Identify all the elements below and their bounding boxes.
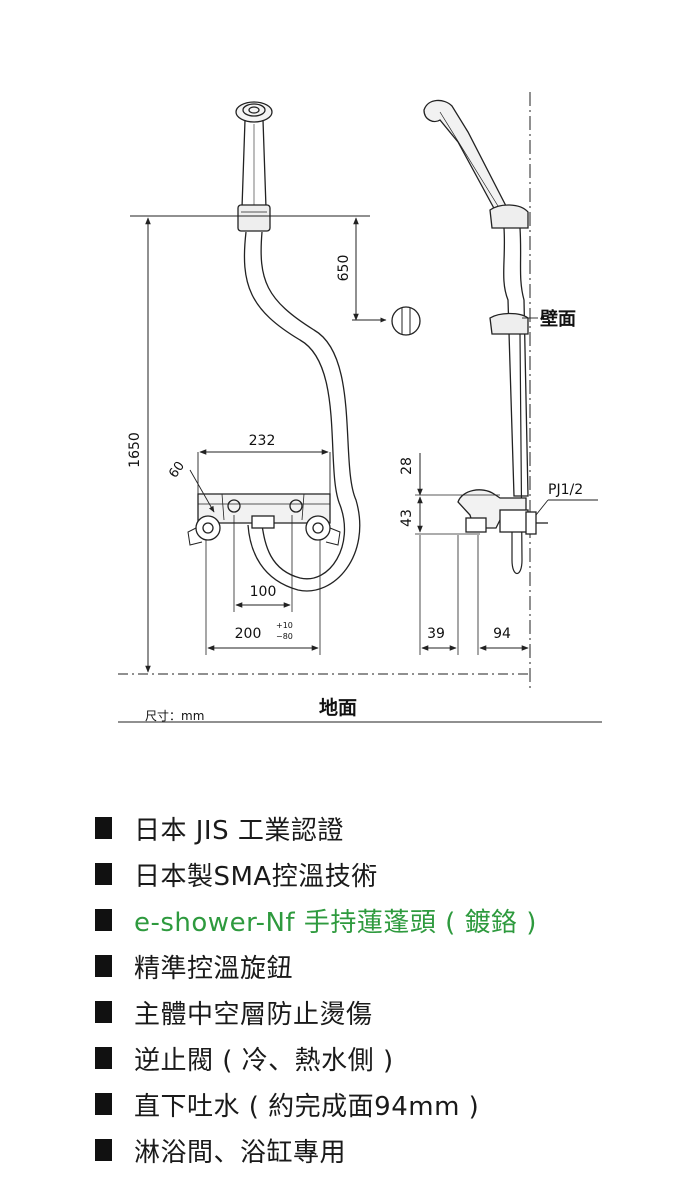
bullet-square-icon bbox=[95, 955, 112, 977]
dim-232-label: 232 bbox=[249, 433, 276, 449]
hose-side bbox=[511, 333, 523, 575]
units-label: 尺寸：mm bbox=[145, 709, 204, 723]
dim-1650: 1650 bbox=[127, 215, 370, 673]
holder-front bbox=[237, 204, 271, 232]
shower-head-side bbox=[423, 99, 507, 213]
bullet-square-icon bbox=[95, 817, 112, 839]
dim-60-label: 60 bbox=[166, 459, 188, 481]
feature-item: 主體中空層防止燙傷 bbox=[95, 989, 537, 1035]
feature-item: 日本 JIS 工業認證 bbox=[95, 805, 537, 851]
bullet-square-icon bbox=[95, 909, 112, 931]
pipe-label: PJ1/2 bbox=[548, 482, 583, 498]
bullet-square-icon bbox=[95, 1093, 112, 1115]
dim-200-tol-minus: −80 bbox=[276, 632, 293, 641]
feature-item: e-shower-Nf 手持蓮蓬頭 ( 鍍鉻 ) bbox=[95, 897, 537, 943]
dim-650-label: 650 bbox=[336, 255, 352, 282]
dim-39-94: 39 94 bbox=[419, 535, 529, 655]
shower-head-front bbox=[235, 101, 273, 209]
feature-item: 精準控溫旋鈕 bbox=[95, 943, 537, 989]
feature-text: 直下吐水 ( 約完成面94mm ) bbox=[134, 1091, 480, 1122]
dim-94-label: 94 bbox=[493, 626, 511, 642]
dim-200-label: 200 bbox=[235, 626, 262, 642]
dim-232: 232 bbox=[197, 433, 331, 494]
knob-top-view bbox=[391, 306, 421, 336]
technical-drawing: 1650 650 232 60 100 200 +10 −80 bbox=[118, 92, 602, 723]
dim-43-label: 43 bbox=[399, 509, 415, 527]
bullet-square-icon bbox=[95, 1047, 112, 1069]
feature-text: e-shower-Nf 手持蓮蓬頭 ( 鍍鉻 ) bbox=[134, 907, 537, 938]
shower-hose-front bbox=[243, 231, 361, 592]
wall-label-group: 壁面 bbox=[522, 308, 576, 330]
bullet-square-icon bbox=[95, 1001, 112, 1023]
faucet-side bbox=[457, 489, 548, 535]
dim-200: 200 +10 −80 bbox=[205, 540, 321, 655]
feature-item: 直下吐水 ( 約完成面94mm ) bbox=[95, 1081, 537, 1127]
slide-bar-side bbox=[489, 204, 529, 497]
feature-text: 日本製SMA控溫技術 bbox=[134, 861, 378, 892]
dim-100: 100 bbox=[233, 515, 293, 612]
dim-650: 650 bbox=[336, 217, 387, 323]
faucet-body-front bbox=[187, 493, 341, 546]
front-view bbox=[187, 101, 361, 592]
bullet-square-icon bbox=[95, 863, 112, 885]
feature-text: 精準控溫旋鈕 bbox=[134, 953, 294, 984]
dim-200-tol-plus: +10 bbox=[276, 621, 293, 630]
bullet-square-icon bbox=[95, 1139, 112, 1161]
dim-28-label: 28 bbox=[399, 457, 415, 475]
feature-item: 逆止閥 ( 冷、熱水側 ) bbox=[95, 1035, 537, 1081]
pipe-label-group: PJ1/2 bbox=[535, 482, 598, 516]
wall-label: 壁面 bbox=[540, 308, 576, 330]
floor-label: 地面 bbox=[319, 696, 357, 719]
feature-text: 淋浴間、浴缸專用 bbox=[134, 1137, 347, 1168]
feature-item: 淋浴間、浴缸專用 bbox=[95, 1127, 537, 1173]
feature-text: 逆止閥 ( 冷、熱水側 ) bbox=[134, 1045, 394, 1076]
feature-item: 日本製SMA控溫技術 bbox=[95, 851, 537, 897]
feature-text: 主體中空層防止燙傷 bbox=[134, 999, 373, 1030]
dim-28-43: 28 43 bbox=[399, 453, 500, 535]
side-view bbox=[423, 99, 548, 575]
dim-100-label: 100 bbox=[250, 584, 277, 600]
dim-39-label: 39 bbox=[427, 626, 445, 642]
feature-text: 日本 JIS 工業認證 bbox=[134, 815, 344, 846]
feature-list: 日本 JIS 工業認證 日本製SMA控溫技術 e-shower-Nf 手持蓮蓬頭… bbox=[95, 805, 537, 1173]
dim-1650-label: 1650 bbox=[127, 432, 143, 468]
